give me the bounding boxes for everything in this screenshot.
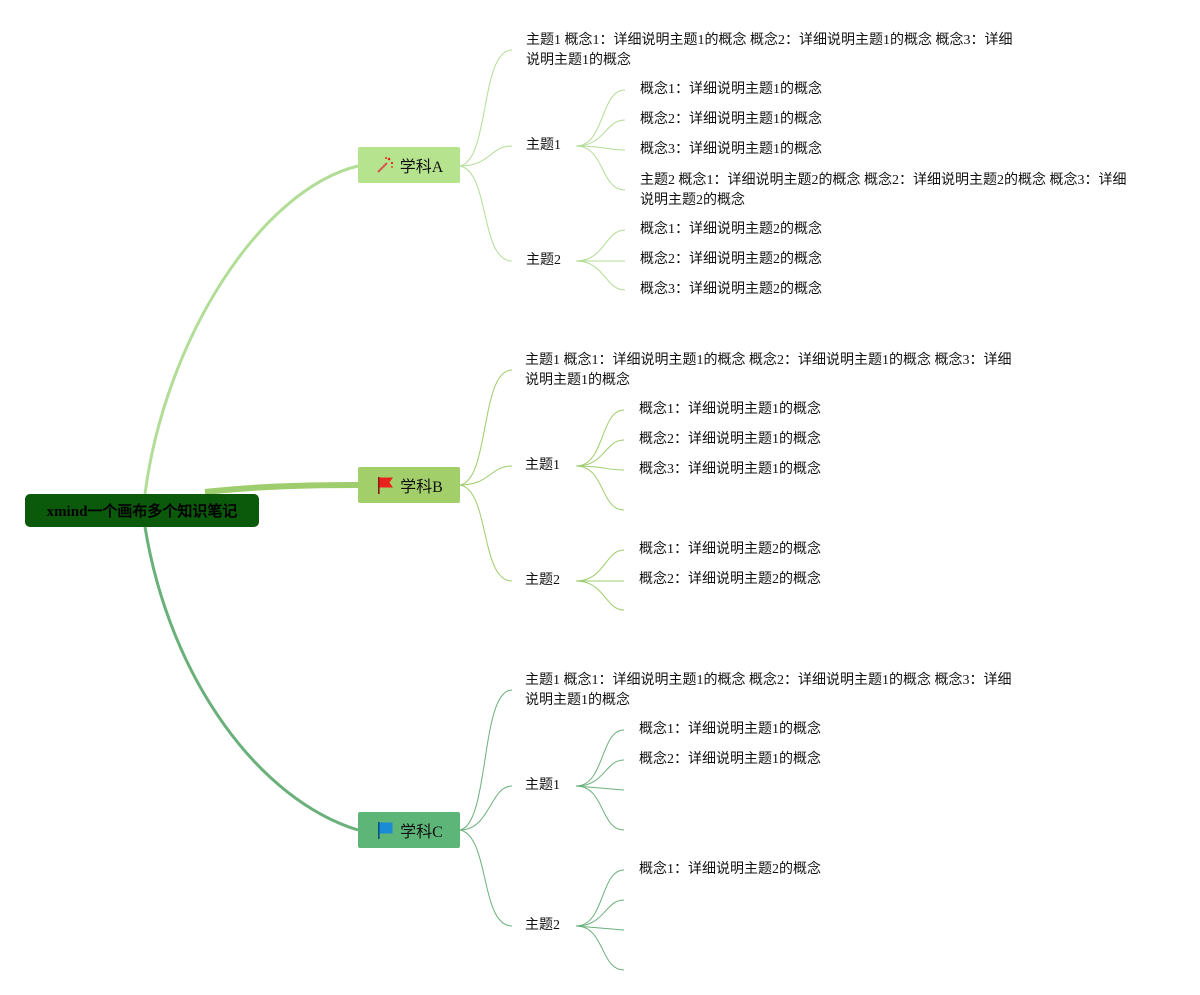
red-flag-icon	[375, 475, 395, 495]
subject-c-topic1-concept2[interactable]: 概念2：详细说明主题1的概念	[639, 752, 821, 767]
subject-b-topic1[interactable]: 主题1	[525, 458, 560, 473]
subject-c-node[interactable]: 学科C	[358, 812, 460, 848]
subject-a-label: 学科A	[399, 159, 444, 176]
link-root-subject-a	[143, 164, 359, 495]
subject-a-summary[interactable]: 主题1 概念1：详细说明主题1的概念 概念2：详细说明主题1的概念 概念3：详细…	[526, 33, 1013, 68]
subject-a-topic1[interactable]: 主题1	[526, 138, 561, 153]
subject-a-topic1-concept3[interactable]: 概念3：详细说明主题1的概念	[640, 142, 822, 157]
subject-b-topic1-concept3[interactable]: 概念3：详细说明主题1的概念	[639, 462, 821, 477]
subject-a-node[interactable]: 学科A	[358, 147, 460, 183]
subject-b-label: 学科B	[400, 479, 443, 496]
subject-a-topic1-concept1[interactable]: 概念1：详细说明主题1的概念	[640, 82, 822, 97]
subject-b-topic1-concept2[interactable]: 概念2：详细说明主题1的概念	[639, 432, 821, 447]
subject-c-topic2-concept1[interactable]: 概念1：详细说明主题2的概念	[639, 862, 821, 877]
magic-wand-icon	[375, 155, 395, 175]
subject-c-topic2[interactable]: 主题2	[525, 918, 560, 933]
link-root-subject-b	[204, 482, 359, 495]
subject-b-topic2[interactable]: 主题2	[525, 573, 560, 588]
root-topic[interactable]: xmind一个画布多个知识笔记	[25, 494, 259, 527]
subject-b-topic2-concept2[interactable]: 概念2：详细说明主题2的概念	[639, 572, 821, 587]
subject-a-topic2-concept2[interactable]: 概念2：详细说明主题2的概念	[640, 252, 822, 267]
subject-b-topic2-concept1[interactable]: 概念1：详细说明主题2的概念	[639, 542, 821, 557]
subject-a-topic2-concept3[interactable]: 概念3：详细说明主题2的概念	[640, 282, 822, 297]
subject-c-label: 学科C	[400, 824, 443, 841]
subject-a-topic1-concept2[interactable]: 概念2：详细说明主题1的概念	[640, 112, 822, 127]
subject-a-topic1-extra[interactable]: 主题2 概念1：详细说明主题2的概念 概念2：详细说明主题2的概念 概念3：详细…	[640, 173, 1127, 208]
link-root-subject-c	[143, 526, 359, 832]
subject-b-summary[interactable]: 主题1 概念1：详细说明主题1的概念 概念2：详细说明主题1的概念 概念3：详细…	[525, 353, 1012, 388]
subject-a-topic2-concept1[interactable]: 概念1：详细说明主题2的概念	[640, 222, 822, 237]
blue-flag-icon	[375, 820, 395, 840]
subject-c-topic1[interactable]: 主题1	[525, 778, 560, 793]
subject-c-topic1-concept1[interactable]: 概念1：详细说明主题1的概念	[639, 722, 821, 737]
subject-a-topic2[interactable]: 主题2	[526, 253, 561, 268]
subject-b-node[interactable]: 学科B	[358, 467, 460, 503]
subject-b-topic1-concept1[interactable]: 概念1：详细说明主题1的概念	[639, 402, 821, 417]
subject-c-summary[interactable]: 主题1 概念1：详细说明主题1的概念 概念2：详细说明主题1的概念 概念3：详细…	[525, 673, 1012, 708]
root-topic-label: xmind一个画布多个知识笔记	[46, 504, 238, 520]
